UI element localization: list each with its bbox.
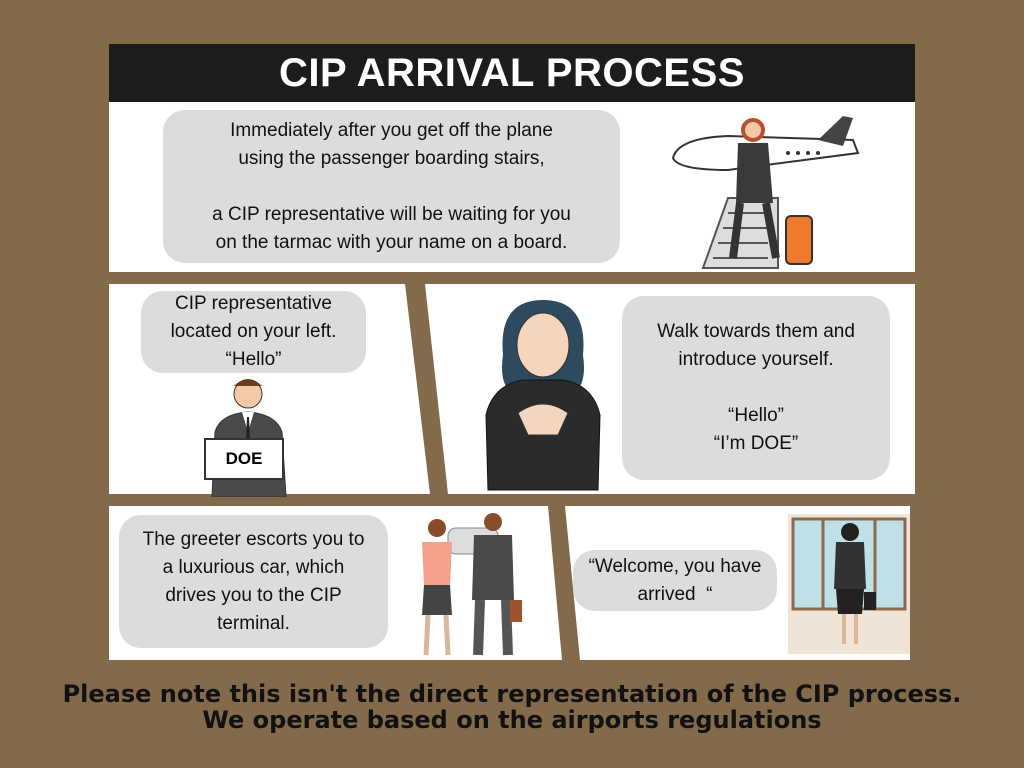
bubble-line: “Welcome, you have — [588, 555, 762, 577]
bubble-line: The greeter escorts you to — [142, 528, 365, 550]
bubble-line: CIP representative — [174, 293, 332, 314]
bubble-line: Walk towards them and — [657, 321, 855, 342]
greeter-with-sign-illustration — [204, 379, 287, 497]
bubble-line: “Hello” — [728, 405, 784, 426]
disclaimer-line-2: We operate based on the airports regulat… — [202, 706, 822, 734]
bubble-line: “Hello” — [225, 349, 282, 370]
bubble-line: Immediately after you get off the plane — [230, 119, 553, 141]
bubble-line: “I’m DOE” — [713, 433, 799, 454]
name-sign-text: DOE — [225, 449, 263, 468]
airplane-traveler-illustration — [671, 116, 860, 269]
bubble-line: terminal. — [217, 612, 290, 634]
bubble-line: located on your left. — [170, 321, 337, 342]
speech-bubble-step-2: CIP representative located on your left.… — [141, 291, 366, 373]
bubble-line: using the passenger boarding stairs, — [238, 147, 545, 169]
page-title: CIP ARRIVAL PROCESS — [109, 44, 915, 102]
escort-walking-illustration — [422, 513, 522, 656]
speech-bubble-step-4: The greeter escorts you to a luxurious c… — [119, 515, 388, 648]
bubble-line: a luxurious car, which — [162, 556, 345, 578]
disclaimer-line-1: Please note this isn't the direct repres… — [62, 680, 962, 708]
speech-bubble-step-5: “Welcome, you have arrived “ — [573, 550, 777, 611]
bubble-line: arrived “ — [637, 583, 713, 605]
bubble-line: introduce yourself. — [678, 349, 834, 370]
speech-bubble-step-3: Walk towards them and introduce yourself… — [622, 296, 890, 480]
bubble-line: on the tarmac with your name on a board. — [215, 231, 568, 253]
bubble-line: a CIP representative will be waiting for… — [212, 203, 571, 225]
bubble-line: drives you to the CIP — [165, 584, 342, 606]
speech-bubble-step-1: Immediately after you get off the plane … — [163, 110, 620, 263]
woman-introducing-illustration — [485, 300, 601, 491]
terminal-entrance-illustration — [788, 514, 910, 654]
